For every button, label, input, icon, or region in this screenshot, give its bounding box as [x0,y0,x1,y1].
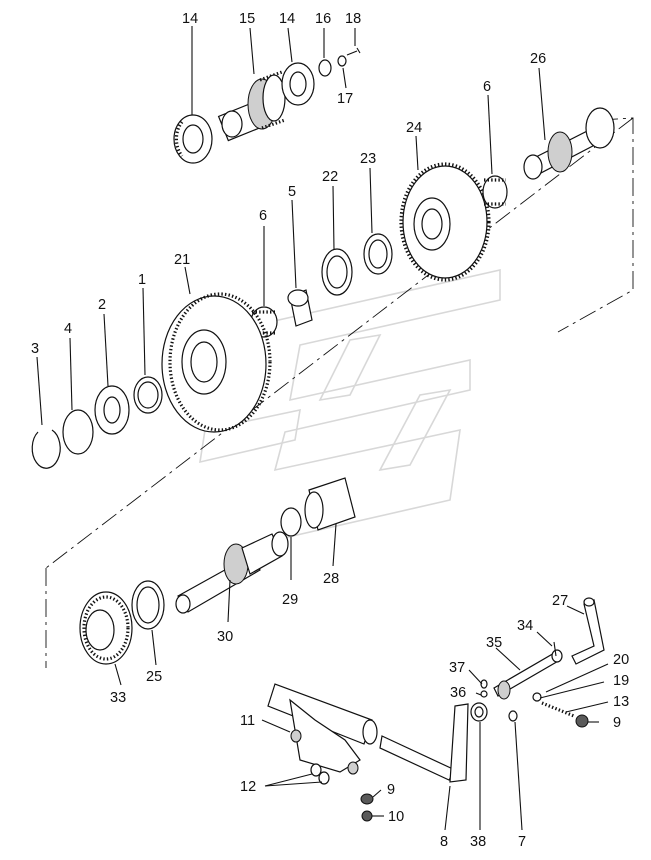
lever-27 [571,597,605,665]
ring-22 [321,248,353,296]
spring-13 [541,701,575,718]
callout-9b: 9 [387,782,395,798]
ring-1 [133,376,163,414]
leader-lines [36,26,609,831]
callout-38: 38 [470,834,486,850]
callout-21: 21 [174,252,190,268]
callout-14a: 14 [182,11,198,27]
callout-15: 15 [239,11,255,27]
sleeve-5 [287,289,313,327]
callout-17: 17 [337,91,353,107]
ring-29 [280,507,302,537]
callout-1: 1 [138,272,146,288]
callout-24: 24 [406,120,422,136]
shaft-30 [175,531,289,614]
callout-19: 19 [613,673,629,689]
callout-9a: 9 [613,715,621,731]
bearing-14-left [173,114,213,164]
bearing-33 [79,591,133,665]
callout-23: 23 [360,151,376,167]
bearing-2 [94,385,130,435]
bearing-14-right [281,62,315,106]
pin-7 [508,710,518,722]
nut-9-upper [575,714,589,728]
callout-18: 18 [345,11,361,27]
callout-12: 12 [240,779,256,795]
callout-3: 3 [31,341,39,357]
callout-10: 10 [388,809,404,825]
pin-34 [553,641,557,657]
callout-11: 11 [240,713,255,729]
nut-9-lower [360,793,374,805]
callout-20: 20 [613,652,629,668]
callout-13: 13 [613,694,629,710]
ring-36 [480,690,488,698]
callout-29: 29 [282,592,298,608]
callout-33: 33 [110,690,126,706]
lever-8 [379,703,469,783]
callout-27: 27 [552,593,568,609]
callout-8: 8 [440,834,448,850]
callout-36: 36 [450,685,466,701]
callout-labels: 14 15 14 16 18 17 26 6 24 23 22 5 6 21 3… [31,11,629,850]
gear-24 [399,162,491,282]
bolt-10 [361,810,384,822]
ring-25 [131,580,165,630]
callout-28: 28 [323,571,339,587]
callout-22: 22 [322,169,338,185]
snap-ring-3 [31,429,61,469]
callout-6a: 6 [483,79,491,95]
callout-37: 37 [449,660,465,676]
washer-17 [337,55,347,67]
callout-5: 5 [288,184,296,200]
gear-21 [161,292,272,433]
ring-4 [62,409,94,455]
pins-12 [310,763,330,785]
center-lines [45,117,634,668]
callout-2: 2 [98,297,106,313]
gear-shaft-15 [217,70,286,142]
bolt-18 [346,47,361,56]
shift-rail-11 [267,683,378,775]
callout-14b: 14 [279,11,295,27]
washer-38 [470,702,488,722]
callout-4: 4 [64,321,72,337]
callout-6b: 6 [259,208,267,224]
callout-16: 16 [315,11,331,27]
callout-35: 35 [486,635,502,651]
callout-25: 25 [146,669,162,685]
callout-26: 26 [530,51,546,67]
watermark-logo [189,268,501,549]
sleeve-28 [304,477,356,531]
ball-19 [532,692,542,702]
needle-bearing-6-upper [482,175,508,209]
callout-7: 7 [518,834,526,850]
callout-34: 34 [517,618,533,634]
shaft-35 [493,649,563,700]
callout-30: 30 [217,629,233,645]
pin-37 [480,679,488,689]
ring-16 [318,59,332,77]
shaft-26 [523,107,615,180]
ring-23 [363,233,393,275]
